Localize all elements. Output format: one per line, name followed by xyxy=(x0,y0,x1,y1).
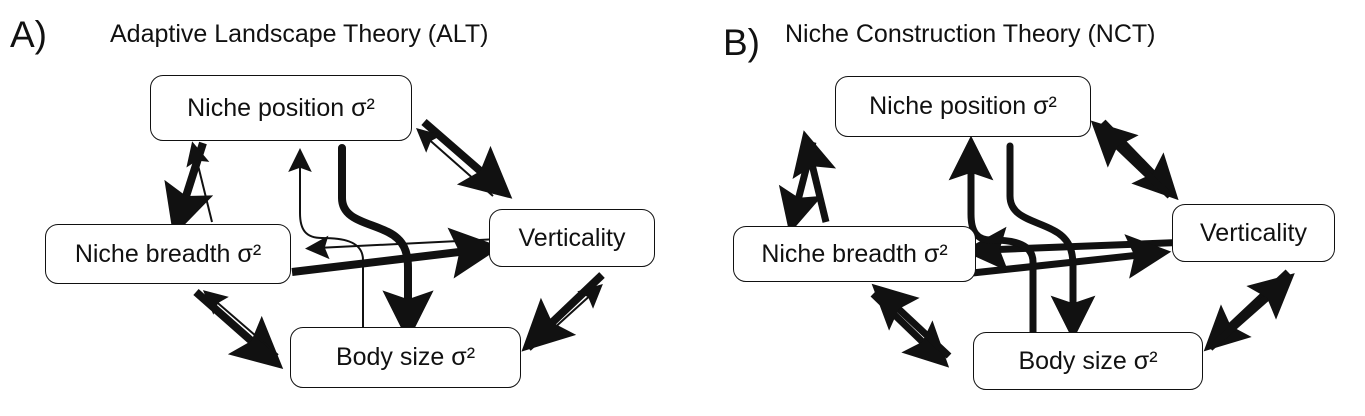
node-niche-breadth[interactable]: Niche breadth σ² xyxy=(45,224,291,284)
panel-a-letter: A) xyxy=(10,14,47,55)
edge-np-to-v xyxy=(1100,119,1179,201)
edge-np-to-nb xyxy=(164,141,214,237)
node-niche-position-label: Niche position σ² xyxy=(187,93,375,122)
panel-b: B) Niche Construction Theory (NCT) xyxy=(683,0,1365,416)
node-body-size[interactable]: Body size σ² xyxy=(290,327,521,388)
node-niche-position-label: Niche position σ² xyxy=(869,92,1057,120)
edge-bs-to-nb xyxy=(202,290,279,356)
edge-nb-to-np xyxy=(792,130,837,223)
edge-nb-to-v xyxy=(962,234,1172,279)
edge-bs-to-v xyxy=(1207,273,1295,351)
node-body-size[interactable]: Body size σ² xyxy=(973,332,1203,390)
edge-v-to-np xyxy=(416,128,494,197)
edge-nb-to-v xyxy=(291,227,502,279)
node-body-size-label: Body size σ² xyxy=(1018,346,1158,375)
edge-bs-to-v xyxy=(529,283,603,351)
edge-np-to-bs xyxy=(1006,142,1096,341)
node-verticality[interactable]: Verticality xyxy=(489,209,655,267)
edge-v-to-bs xyxy=(521,272,605,352)
node-niche-breadth-label: Niche breadth σ² xyxy=(761,239,948,268)
node-verticality-label: Verticality xyxy=(518,223,626,252)
node-verticality-label: Verticality xyxy=(1200,218,1307,247)
node-verticality[interactable]: Verticality xyxy=(1172,204,1335,262)
edge-v-to-nb xyxy=(305,235,519,260)
node-niche-breadth-label: Niche breadth σ² xyxy=(74,239,262,268)
node-niche-position[interactable]: Niche position σ² xyxy=(150,75,412,141)
edge-np-to-bs xyxy=(338,144,434,342)
panel-a-title: Adaptive Landscape Theory (ALT) xyxy=(110,20,489,48)
edge-np-to-nb xyxy=(778,141,823,234)
edge-np-to-v xyxy=(421,118,513,199)
node-body-size-label: Body size σ² xyxy=(335,343,476,371)
edge-nb-to-bs xyxy=(870,291,950,368)
edge-v-to-bs xyxy=(1203,269,1291,352)
edge-nb-to-np xyxy=(186,141,213,223)
edge-nb-to-bs xyxy=(193,289,284,369)
node-niche-breadth[interactable]: Niche breadth σ² xyxy=(733,226,976,282)
panel-b-title: Niche Construction Theory (NCT) xyxy=(785,20,1156,48)
panel-b-letter: B) xyxy=(723,22,760,63)
edge-v-to-np xyxy=(1090,120,1173,199)
edge-bs-to-np xyxy=(948,135,1037,342)
panel-a: A) Adaptive Landscape Theory (ALT) xyxy=(10,14,655,388)
edge-bs-to-nb xyxy=(871,283,952,359)
node-niche-position[interactable]: Niche position σ² xyxy=(835,76,1091,137)
edge-v-to-nb xyxy=(962,226,1192,272)
edge-bs-to-np xyxy=(288,148,364,340)
